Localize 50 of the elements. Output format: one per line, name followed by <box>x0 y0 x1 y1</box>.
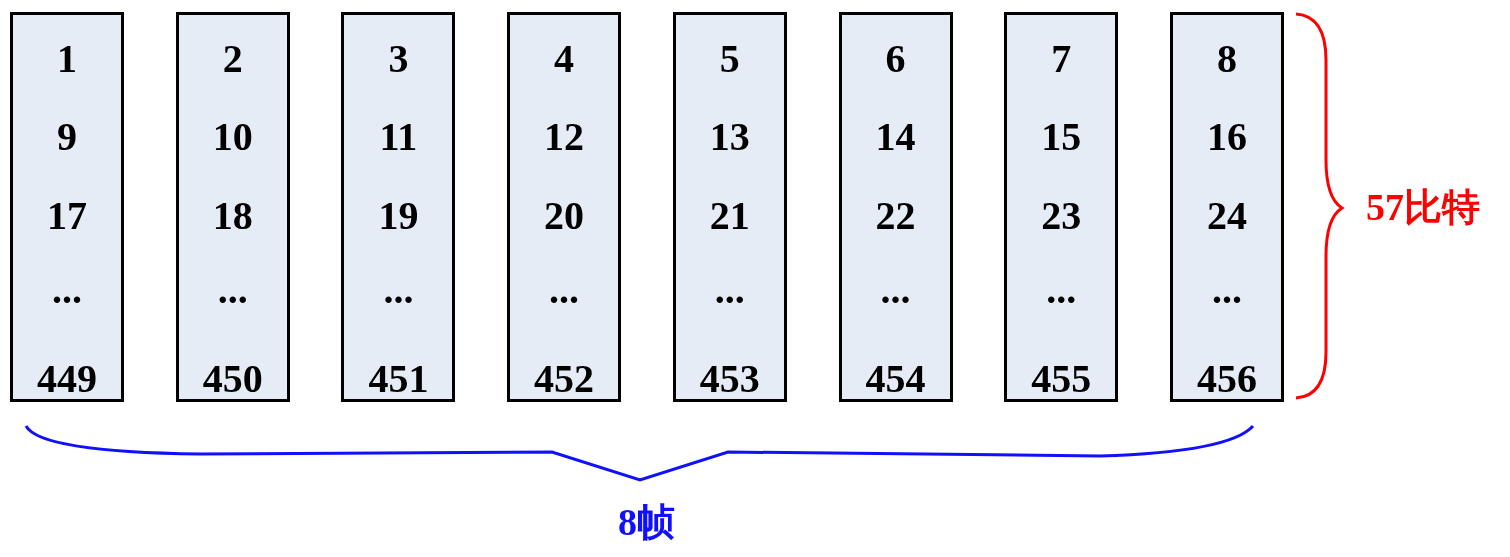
bit-number: 22 <box>874 194 917 238</box>
bit-number: ... <box>1210 268 1243 312</box>
bit-number: ... <box>713 268 746 312</box>
frame-column <box>507 12 622 402</box>
bit-number: 13 <box>708 115 751 159</box>
frame-column <box>341 12 456 402</box>
bit-number: 21 <box>708 194 751 238</box>
bit-number: 15 <box>1040 115 1083 159</box>
bit-number: 14 <box>874 115 917 159</box>
bit-number: ... <box>51 268 83 312</box>
bit-number: 17 <box>46 194 88 238</box>
frame-column <box>838 12 953 402</box>
bit-number: ... <box>216 268 249 312</box>
bit-number: 5 <box>718 37 741 81</box>
bit-number: 18 <box>211 194 254 238</box>
frame-column <box>1169 12 1284 402</box>
bit-number: 3 <box>387 37 410 81</box>
bracket-label: 57比特 <box>1366 185 1480 229</box>
bit-number: 11 <box>378 115 419 159</box>
bit-number: 454 <box>864 357 927 401</box>
frame-column <box>672 12 787 402</box>
bit-number: ... <box>879 268 912 312</box>
bit-number: 20 <box>543 194 586 238</box>
bit-number: 449 <box>36 357 98 401</box>
bit-number: 10 <box>211 115 254 159</box>
bracket-label: 8帧 <box>618 500 675 544</box>
bit-number: 4 <box>553 37 576 81</box>
bit-number: 6 <box>884 37 907 81</box>
bit-number: 1 <box>56 37 78 81</box>
bit-number: 455 <box>1030 357 1093 401</box>
bit-number: 12 <box>543 115 586 159</box>
bit-number: 9 <box>56 115 78 159</box>
bit-number: 453 <box>698 357 761 401</box>
bit-number: ... <box>1045 268 1078 312</box>
bit-number: 7 <box>1050 37 1073 81</box>
bit-number: 456 <box>1195 357 1258 401</box>
bit-number: 24 <box>1205 194 1248 238</box>
bit-number: 8 <box>1215 37 1238 81</box>
bit-number: 452 <box>533 357 596 401</box>
frame-column <box>1004 12 1119 402</box>
frame-column <box>175 12 290 402</box>
frame-column <box>10 12 124 402</box>
bit-number: ... <box>382 268 415 312</box>
bit-number: 451 <box>367 357 430 401</box>
bit-number: 19 <box>377 194 420 238</box>
bit-number: 16 <box>1205 115 1248 159</box>
bit-number: 450 <box>201 357 264 401</box>
bit-number: 2 <box>221 37 244 81</box>
bit-number: 23 <box>1040 194 1083 238</box>
bit-number: ... <box>548 268 581 312</box>
